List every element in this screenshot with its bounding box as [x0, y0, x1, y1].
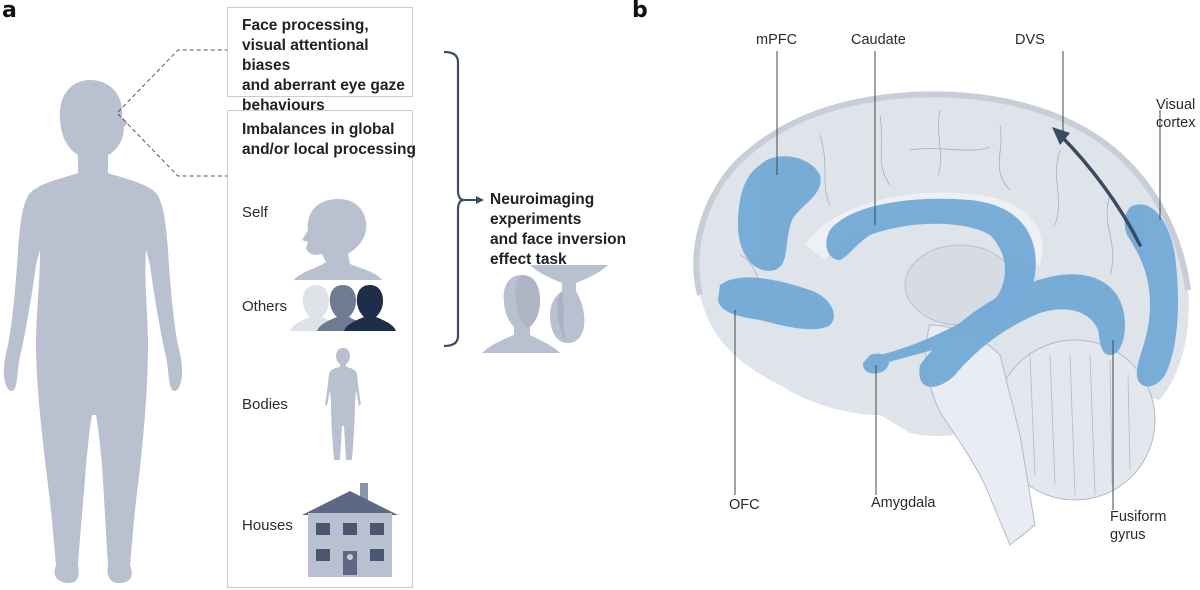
highlighted-regions [718, 156, 1178, 387]
fusiform-region [919, 274, 1125, 387]
group-heads-icon [290, 285, 396, 331]
mpfc-region [738, 156, 821, 271]
label-dvs: DVS [1015, 32, 1045, 48]
visual-cortex-region [1124, 204, 1178, 387]
leader-lines [734, 51, 1161, 510]
human-silhouette-icon [3, 80, 183, 583]
head-profile-icon [294, 199, 382, 280]
brain-outer-rim [693, 91, 1191, 296]
face-processing-box: Face processing, visual attentional bias… [227, 7, 413, 114]
panel-a-letter: a [2, 0, 17, 23]
body-silhouette-icon [325, 348, 361, 460]
label-visual-cortex: Visual cortex [1156, 97, 1196, 131]
category-label-houses: Houses [242, 517, 293, 534]
label-caudate: Caudate [851, 32, 906, 48]
category-label-self: Self [242, 204, 268, 221]
processing-imbalances-title: Imbalances in global and/or local proces… [242, 121, 416, 158]
house-icon [302, 483, 398, 577]
dvs-pathway-arrow [1058, 133, 1142, 247]
category-label-bodies: Bodies [242, 396, 288, 413]
amygdala-region [862, 353, 890, 374]
face-inversion-icon [482, 265, 608, 353]
face-processing-title: Face processing, visual attentional bias… [242, 17, 405, 114]
label-amygdala: Amygdala [871, 495, 936, 511]
neuroimaging-outcome-text: Neuroimaging experiments and face invers… [490, 191, 627, 268]
ofc-region [718, 277, 834, 330]
label-ofc: OFC [729, 497, 760, 513]
panel-b-letter: b [632, 0, 648, 23]
brain-sagittal-diagram [693, 51, 1191, 546]
brace-arrow [443, 50, 484, 348]
processing-imbalances-box: Imbalances in global and/or local proces… [227, 110, 416, 588]
label-fusiform-gyrus: Fusiform gyrus [1110, 509, 1167, 543]
gaze-dashed-lines [117, 49, 228, 177]
category-label-others: Others [242, 298, 288, 315]
label-mpfc: mPFC [756, 32, 798, 48]
